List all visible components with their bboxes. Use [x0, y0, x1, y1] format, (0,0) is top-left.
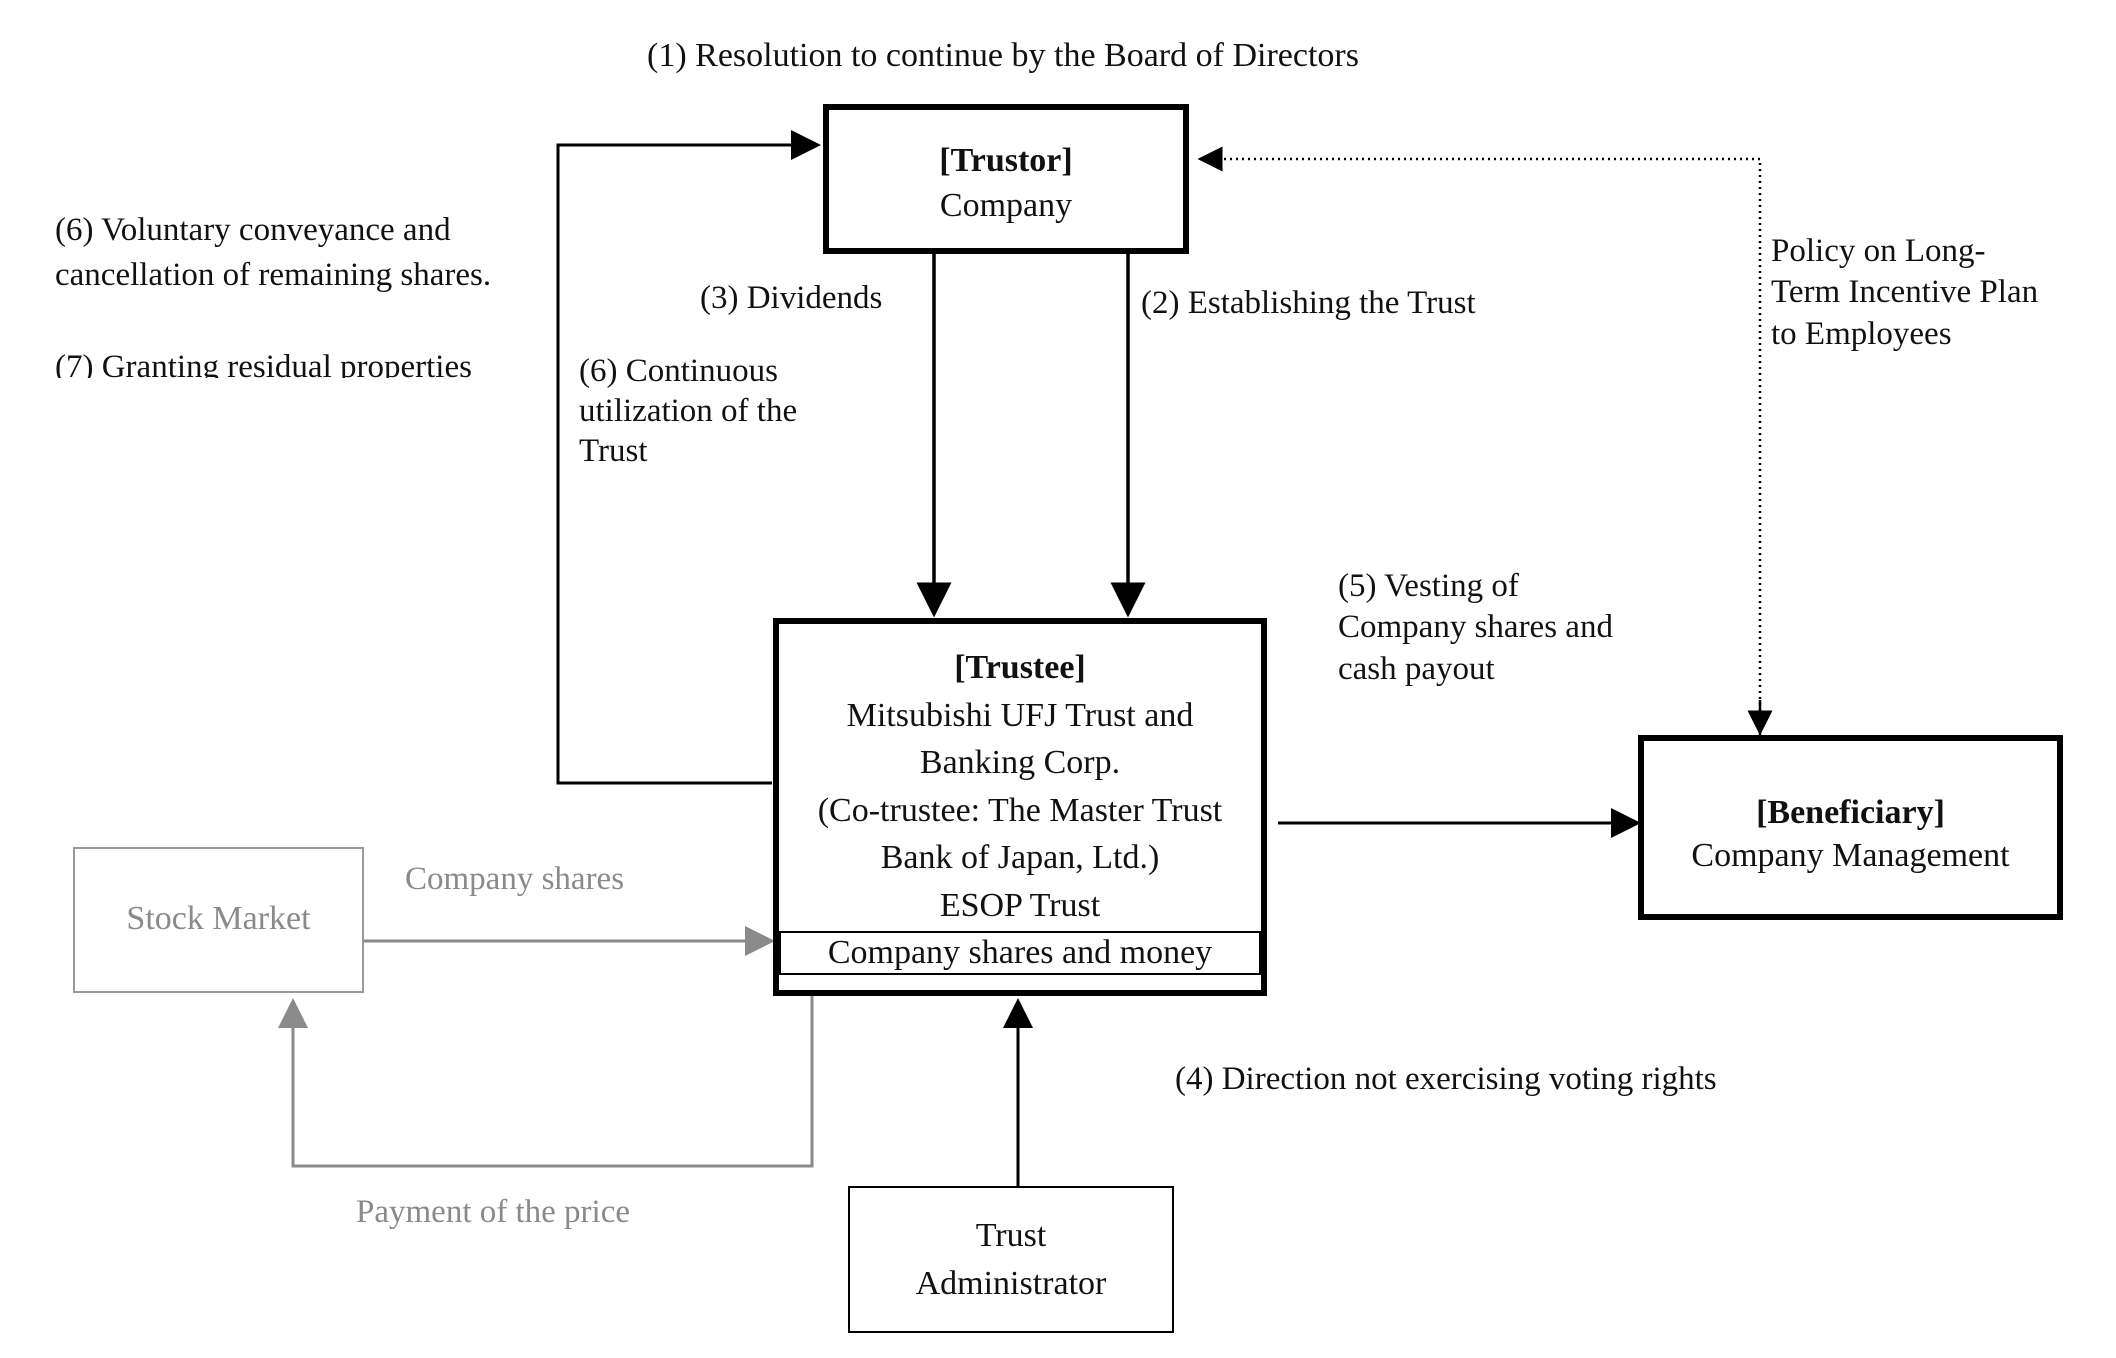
dividends-label: (3) Dividends	[700, 280, 883, 316]
vesting-label-line2: Company shares and	[1338, 609, 1613, 645]
trustee-title: [Trustee]	[954, 649, 1086, 686]
voluntary-label-line1: (6) Voluntary conveyance and	[55, 212, 451, 248]
trustee-inner-box: Company shares and money	[779, 931, 1261, 975]
beneficiary-subtitle: Company Management	[1691, 837, 2010, 874]
trustee-line2: Banking Corp.	[919, 744, 1121, 781]
trust-admin-line2: Administrator	[915, 1265, 1107, 1302]
stock-market-label: Stock Market	[126, 900, 311, 937]
stock-market-box: Stock Market	[73, 847, 364, 993]
direction-label: (4) Direction not exercising voting righ…	[1175, 1061, 1717, 1097]
beneficiary-box: [Beneficiary] Company Management	[1638, 735, 2063, 920]
trustor-subtitle: Company	[939, 187, 1073, 224]
policy-label-line3: to Employees	[1771, 316, 1952, 352]
beneficiary-title: [Beneficiary]	[1756, 794, 1945, 831]
trustee-line4: Bank of Japan, Ltd.)	[880, 839, 1160, 876]
granting-label: (7) Granting residual properties	[55, 349, 472, 378]
company-shares-label: Company shares	[405, 861, 625, 897]
resolution-label: (1) Resolution to continue by the Board …	[647, 37, 1359, 74]
establishing-label: (2) Establishing the Trust	[1141, 285, 1476, 321]
trustee-line3: (Co-trustee: The Master Trust	[817, 791, 1223, 829]
trustee-line5: ESOP Trust	[939, 886, 1101, 924]
vesting-label-line3: cash payout	[1338, 651, 1495, 687]
return-loop-arrow	[556, 130, 821, 785]
payment-arrow	[278, 996, 814, 1168]
policy-dotted-line	[1197, 146, 1762, 735]
trustor-title: [Trustor]	[939, 142, 1073, 179]
trustee-box: [Trustee] Mitsubishi UFJ Trust and Banki…	[773, 618, 1267, 996]
payment-label: Payment of the price	[356, 1194, 630, 1230]
continuous-label-line3: Trust	[579, 433, 648, 469]
policy-label-line2: Term Incentive Plan	[1771, 274, 2039, 310]
voluntary-label-line2: cancellation of remaining shares.	[55, 257, 492, 293]
continuous-label-line1: (6) Continuous	[579, 353, 778, 389]
trust-admin-line1: Trust	[975, 1217, 1047, 1254]
trust-administrator-box: Trust Administrator	[848, 1186, 1174, 1333]
policy-label-line1: Policy on Long-	[1771, 233, 1986, 269]
vesting-label-line1: (5) Vesting of	[1338, 568, 1519, 604]
trustor-box: [Trustor] Company	[823, 104, 1189, 254]
trustee-line1: Mitsubishi UFJ Trust and	[846, 696, 1194, 734]
continuous-label-line2: utilization of the	[579, 393, 798, 429]
